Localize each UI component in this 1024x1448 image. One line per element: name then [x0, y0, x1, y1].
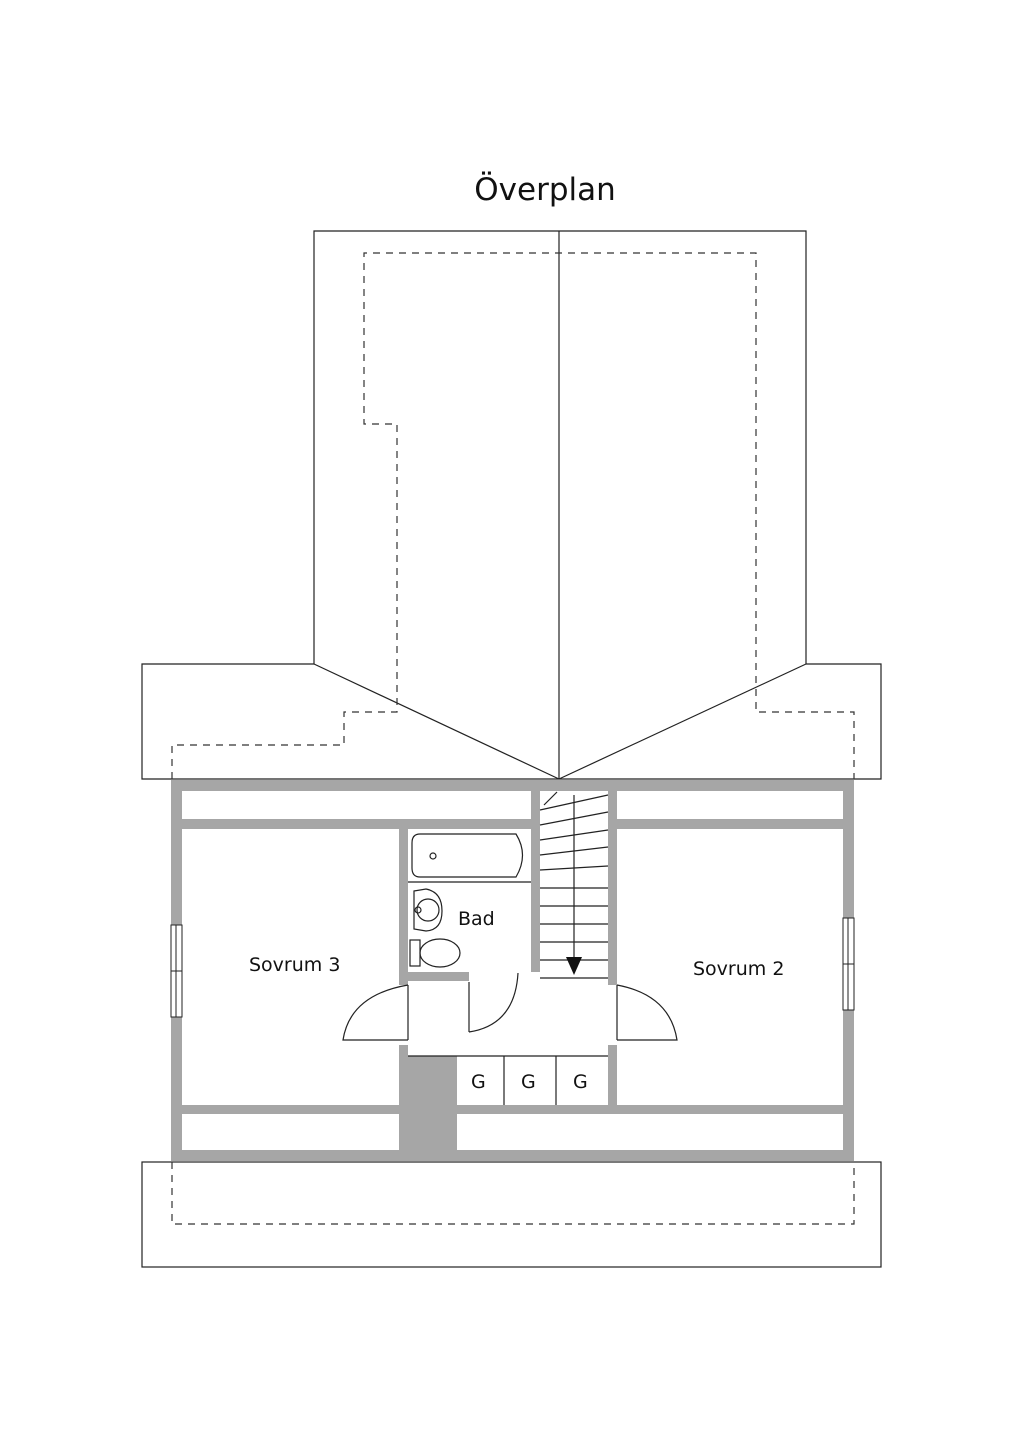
room-label-bad: Bad: [458, 908, 495, 930]
room-label-sovrum-2: Sovrum 2: [693, 958, 784, 980]
room-label-sovrum-3: Sovrum 3: [249, 954, 340, 976]
door-swings: [342, 972, 678, 1041]
window-left: [170, 924, 183, 1018]
sink-icon: [413, 888, 443, 932]
wardrobe-label: G: [521, 1071, 536, 1093]
door-openings: [399, 972, 618, 1045]
window-right: [842, 917, 855, 1011]
wardrobe-label: G: [573, 1071, 588, 1093]
toilet-icon: [409, 938, 461, 968]
room-spaces: [182, 791, 843, 1150]
bathtub-icon: [411, 833, 524, 878]
staircase: [539, 791, 609, 979]
stair-arrow-icon: [566, 957, 582, 975]
wardrobe-dividers: [503, 1056, 557, 1105]
dashed-footprint-upper: [171, 252, 855, 779]
plan-title: Överplan: [474, 172, 616, 208]
roof-outline: [141, 230, 882, 780]
lower-eave: [141, 1161, 882, 1268]
wardrobe-label: G: [471, 1071, 486, 1093]
